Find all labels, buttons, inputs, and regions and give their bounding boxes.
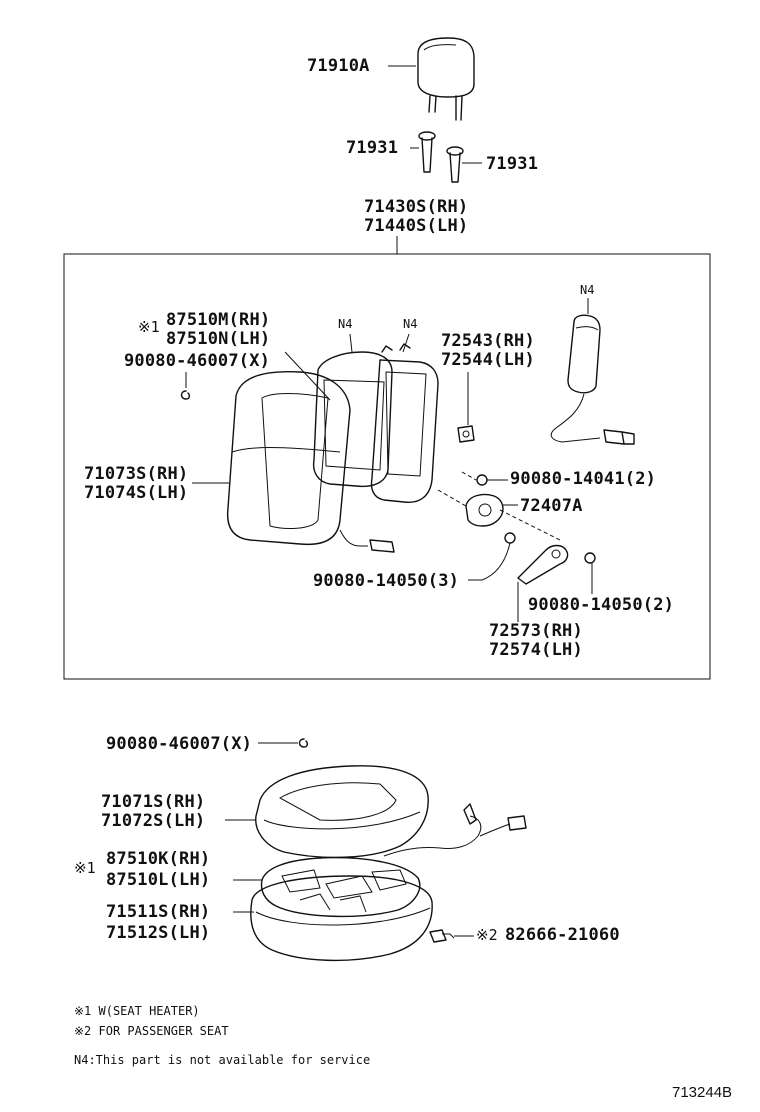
label-cushion-cover-lh: 71072S(LH) <box>101 811 206 831</box>
label-hog-ring-cushion: 90080-46007(X) <box>106 734 253 754</box>
label-hinge-cover-lh: 72544(LH) <box>441 350 535 370</box>
diagram-id: 713244B <box>672 1084 733 1101</box>
label-cushion-heater-mark: ※1 <box>74 859 96 877</box>
label-screw-14050-3: 90080-14050(3) <box>313 571 460 591</box>
label-cushion-heater-lh: 87510L(LH) <box>106 870 211 890</box>
label-lever-rh: 72573(RH) <box>489 621 583 641</box>
label-n4-frame: N4 <box>403 317 418 331</box>
recliner-drawing <box>437 471 561 541</box>
footnote-seat-heater: ※1 W(SEAT HEATER) <box>74 1004 200 1018</box>
headrest-support-drawing <box>410 131 482 183</box>
label-cushion-pad-rh: 71511S(RH) <box>106 902 211 922</box>
label-back-heater-rh: 87510M(RH) <box>166 310 271 330</box>
label-occupant-sensor: 82666-21060 <box>505 925 620 945</box>
label-cushion-cover-rh: 71071S(RH) <box>101 792 206 812</box>
headrest-drawing <box>388 37 475 121</box>
label-screw-14050-2: 90080-14050(2) <box>528 595 675 615</box>
label-cushion-heater-rh: 87510K(RH) <box>106 849 211 869</box>
side-airbag-drawing <box>550 298 635 445</box>
hinge-cover-drawing <box>457 372 475 443</box>
release-lever-drawing <box>517 544 569 622</box>
label-cushion-pad-lh: 71512S(LH) <box>106 923 211 943</box>
hog-ring-drawing <box>180 372 308 748</box>
seatback-frame-drawing <box>349 333 439 503</box>
label-back-heater-lh: 87510N(LH) <box>166 329 271 349</box>
label-headrest-support-right: 71931 <box>486 154 539 174</box>
label-back-cover-lh: 71074S(LH) <box>84 483 189 503</box>
screw-drawing <box>468 474 596 594</box>
footnote-passenger-seat: ※2 FOR PASSENGER SEAT <box>74 1024 229 1038</box>
label-back-frame-rh: 71430S(RH) <box>364 197 469 217</box>
seatback-cover-drawing <box>192 371 395 553</box>
label-lever-lh: 72574(LH) <box>489 640 583 660</box>
label-back-heater-mark: ※1 <box>138 318 160 336</box>
label-hinge-cover-rh: 72543(RH) <box>441 331 535 351</box>
label-n4-airbag: N4 <box>580 283 595 297</box>
occupant-sensor-drawing <box>429 929 474 943</box>
label-n4-heater: N4 <box>338 317 353 331</box>
label-headrest: 71910A <box>307 56 370 76</box>
cushion-heater-drawing <box>233 856 421 918</box>
cushion-cover-drawing <box>225 765 527 859</box>
label-recliner: 72407A <box>520 496 583 516</box>
label-sensor-mark: ※2 <box>476 926 498 944</box>
seatback-assembly-box <box>63 253 711 680</box>
label-back-frame-lh: 71440S(LH) <box>364 216 469 236</box>
label-headrest-support-left: 71931 <box>346 138 399 158</box>
label-back-cover-rh: 71073S(RH) <box>84 464 189 484</box>
footnote-n4-not-serviceable: N4:This part is not available for servic… <box>74 1053 371 1067</box>
label-screw-14041: 90080-14041(2) <box>510 469 657 489</box>
label-hog-ring-back: 90080-46007(X) <box>124 351 271 371</box>
cushion-pad-drawing <box>233 875 433 962</box>
